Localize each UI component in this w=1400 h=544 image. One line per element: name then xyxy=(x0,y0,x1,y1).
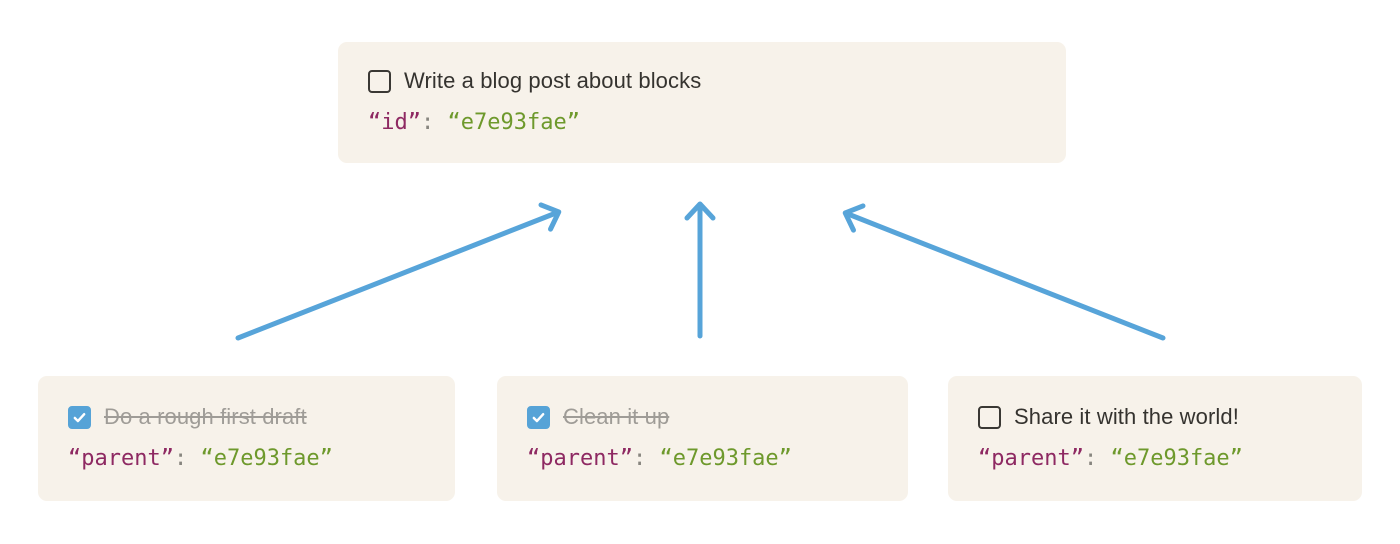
code-separator: : xyxy=(1083,446,1111,472)
code-key: “parent” xyxy=(68,446,174,472)
code-value: “e7e93fae” xyxy=(200,446,333,472)
checkmark-icon xyxy=(532,412,545,423)
task-row: Clean it up xyxy=(527,404,878,430)
code-separator: : xyxy=(420,110,448,136)
child-task-checkbox-draft[interactable] xyxy=(68,405,91,429)
code-value: “e7e93fae” xyxy=(1110,446,1243,472)
checkmark-icon xyxy=(73,412,86,423)
code-key: “id” xyxy=(368,110,421,136)
child-parent-code: “parent”: “e7e93fae” xyxy=(68,445,425,473)
task-row: Do a rough first draft xyxy=(68,404,425,430)
child-parent-code: “parent”: “e7e93fae” xyxy=(978,445,1332,473)
code-separator: : xyxy=(173,446,201,472)
parent-task-checkbox[interactable] xyxy=(368,69,391,93)
connector-arrow-share-to-parent xyxy=(842,203,1166,341)
code-value: “e7e93fae” xyxy=(659,446,792,472)
code-value: “e7e93fae” xyxy=(447,110,580,136)
child-task-label-draft: Do a rough first draft xyxy=(104,404,307,430)
parent-id-code: “id”: “e7e93fae” xyxy=(368,109,1036,137)
child-task-checkbox-share[interactable] xyxy=(978,405,1001,429)
task-row: Share it with the world! xyxy=(978,404,1332,430)
task-row: Write a blog post about blocks xyxy=(368,68,1036,94)
code-separator: : xyxy=(632,446,660,472)
child-task-label-share: Share it with the world! xyxy=(1014,404,1239,430)
child-parent-code: “parent”: “e7e93fae” xyxy=(527,445,878,473)
connector-arrow-draft-to-parent xyxy=(235,202,562,341)
code-key: “parent” xyxy=(527,446,633,472)
parent-task-card: Write a blog post about blocks “id”: “e7… xyxy=(338,42,1066,163)
child-task-card-cleanup: Clean it up “parent”: “e7e93fae” xyxy=(497,376,908,501)
child-task-label-cleanup: Clean it up xyxy=(563,404,670,430)
parent-task-label: Write a blog post about blocks xyxy=(404,68,702,94)
child-task-card-share: Share it with the world! “parent”: “e7e9… xyxy=(948,376,1362,501)
code-key: “parent” xyxy=(978,446,1084,472)
child-task-checkbox-cleanup[interactable] xyxy=(527,405,550,429)
child-task-card-draft: Do a rough first draft “parent”: “e7e93f… xyxy=(38,376,455,501)
